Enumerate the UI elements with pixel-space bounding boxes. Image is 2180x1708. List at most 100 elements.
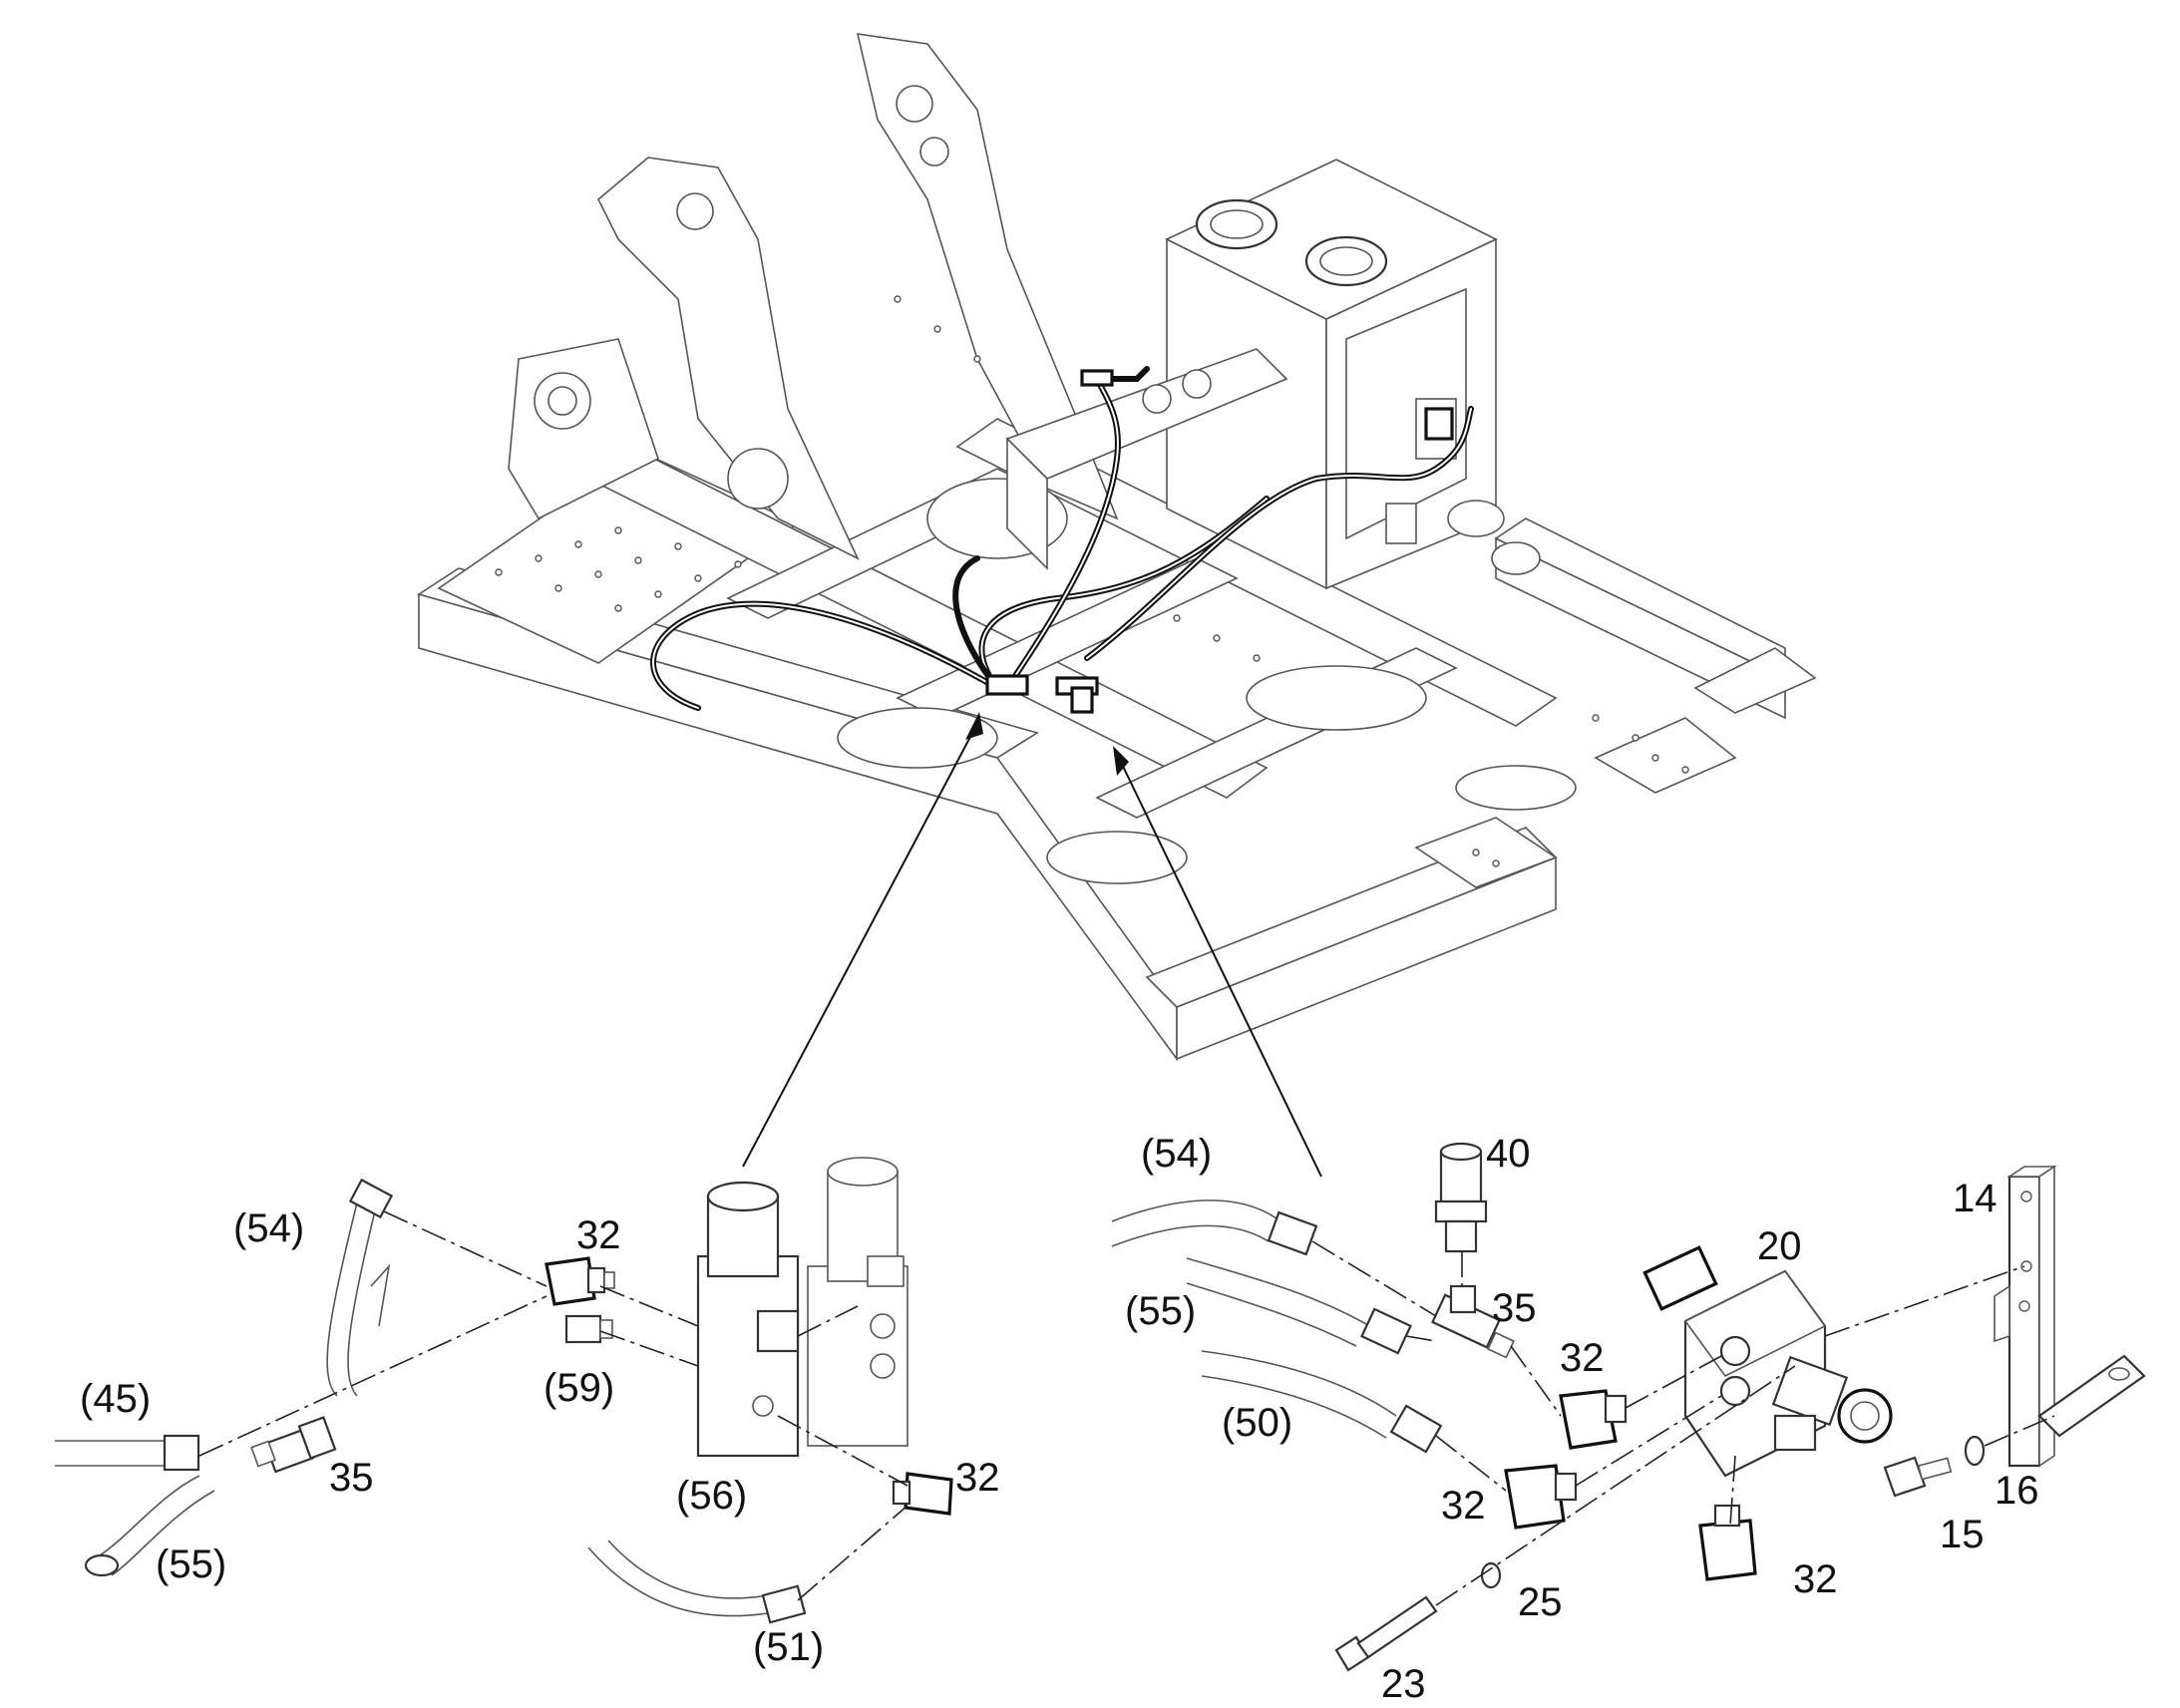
assembly-path-r7 (1575, 1395, 1722, 1487)
valve-56-port (752, 1395, 774, 1417)
hose-54-left-cut (370, 1263, 391, 1327)
assembly-path-r10 (1824, 1265, 2025, 1337)
console-knob-1 (1142, 384, 1172, 414)
callout-59: (59) (544, 1366, 614, 1410)
pivot-boss-2 (727, 448, 789, 510)
assembly-path-r5 (1510, 1345, 1562, 1417)
washer-25 (1480, 1561, 1502, 1589)
callout-14: 14 (1953, 1177, 1998, 1220)
tower-hole-2 (896, 85, 933, 123)
leader-right-detail (1116, 753, 1322, 1178)
routed-hoses (650, 366, 1474, 714)
frame-opening-2 (1046, 831, 1188, 884)
pump-flange (1385, 503, 1417, 544)
hose-54-left-fitting (348, 1178, 394, 1219)
callout-54-right: (54) (1141, 1132, 1212, 1176)
hose-clip-top (1080, 369, 1114, 387)
bolt-23 (1334, 1595, 1438, 1672)
boom-tower-left (597, 157, 860, 560)
callout-23: 23 (1381, 1662, 1426, 1706)
valve-56-body (696, 1254, 800, 1458)
pivot-boss-bore (547, 386, 577, 416)
valve-56-reference (807, 1157, 908, 1447)
hose-51 (587, 1546, 769, 1617)
hose-51-fitting (761, 1584, 807, 1624)
callout-32-a: 32 (1560, 1336, 1605, 1380)
tee-fitting-35-left (250, 1416, 337, 1474)
machine-frame (417, 33, 1817, 1062)
tee-fitting-35-right (1431, 1284, 1515, 1359)
assembly-path-r11 (1984, 1415, 2055, 1447)
callout-45: (45) (80, 1377, 151, 1421)
hose-54-left (326, 1194, 360, 1397)
tower-hole-1 (676, 192, 714, 230)
rear-pad-1 (1414, 817, 1558, 888)
assembly-path-r1 (1311, 1240, 1437, 1317)
callout-20: 20 (1757, 1224, 1802, 1268)
console-side (1006, 437, 1048, 570)
assembly-path-r3 (1435, 1435, 1507, 1492)
valve-connector-tank (1424, 407, 1454, 441)
callout-35-left: 35 (329, 1456, 374, 1500)
valve-56-connector (756, 1309, 800, 1353)
pressure-switch-40 (1434, 1142, 1488, 1253)
callout-32-b: 32 (1441, 1484, 1486, 1528)
callout-15: 15 (1940, 1513, 1985, 1556)
assembly-path-7 (797, 1305, 859, 1337)
valve-block-20 (1642, 1245, 1893, 1478)
elbow-fitting-32-b (1504, 1464, 1578, 1530)
valve-in-situ (1070, 686, 1094, 714)
leader-left-detail (742, 719, 980, 1168)
tank-cap-2-inner (1319, 246, 1373, 276)
frame-opening-1 (837, 707, 998, 769)
elbow-fitting-32-top-left (545, 1256, 615, 1306)
hose-54-right (1111, 1199, 1277, 1222)
frame-opening-4 (1455, 765, 1577, 811)
hose-55-left (99, 1475, 200, 1556)
tank-cap-1-inner (1210, 209, 1264, 239)
deck-holes (495, 295, 1689, 867)
callout-55-left: (55) (156, 1542, 226, 1586)
assembly-path-5 (777, 1415, 908, 1487)
bracket-14 (1994, 1165, 2146, 1468)
assembly-path-r9 (1435, 1365, 1796, 1606)
leader-left-arrowhead (965, 712, 983, 740)
pump-port-2 (1491, 541, 1541, 575)
callout-32-top-left: 32 (576, 1213, 621, 1257)
callout-25: 25 (1518, 1580, 1563, 1624)
callout-32-mid-left: 32 (955, 1456, 1000, 1500)
elbow-fitting-32-c (1698, 1504, 1757, 1581)
hose-junction (985, 674, 1029, 696)
callout-50: (50) (1222, 1401, 1292, 1445)
assembly-path-r2 (1405, 1335, 1437, 1342)
pump-port-1 (1447, 500, 1505, 537)
hose-50 (1201, 1350, 1397, 1417)
hose-50-fitting (1389, 1404, 1443, 1454)
valve-20-port-1 (1719, 1335, 1751, 1367)
hose-55-left-end (84, 1553, 120, 1577)
washer-16 (1964, 1435, 1986, 1467)
hose-54-right-fitting (1267, 1210, 1318, 1256)
callout-16: 16 (1995, 1469, 2039, 1513)
bolt-15 (1883, 1456, 1953, 1498)
assembly-path-3 (599, 1285, 699, 1327)
tower-hole-3 (919, 137, 949, 167)
assembly-path-6 (797, 1505, 908, 1601)
bracket-14-upright (2007, 1175, 2041, 1468)
valve-20-actuator (1771, 1355, 1849, 1427)
assembly-path-r8 (1729, 1455, 1736, 1527)
right-detail (1111, 1142, 2146, 1672)
callout-55-right: (55) (1125, 1289, 1196, 1333)
valve-20-port-2 (1719, 1375, 1751, 1407)
right-rail-top (1494, 517, 1786, 680)
rear-pad-3 (1693, 647, 1817, 714)
assembly-path-1 (383, 1210, 547, 1287)
callout-56: (56) (676, 1474, 747, 1518)
callout-54-left: (54) (233, 1206, 304, 1250)
callout-51: (51) (753, 1625, 824, 1669)
valve-56-coil-top (706, 1181, 780, 1212)
callout-labels: (54) (45) (55) 35 32 (59) (56) 32 (51) (… (80, 1132, 2039, 1706)
left-detail (55, 1157, 953, 1624)
